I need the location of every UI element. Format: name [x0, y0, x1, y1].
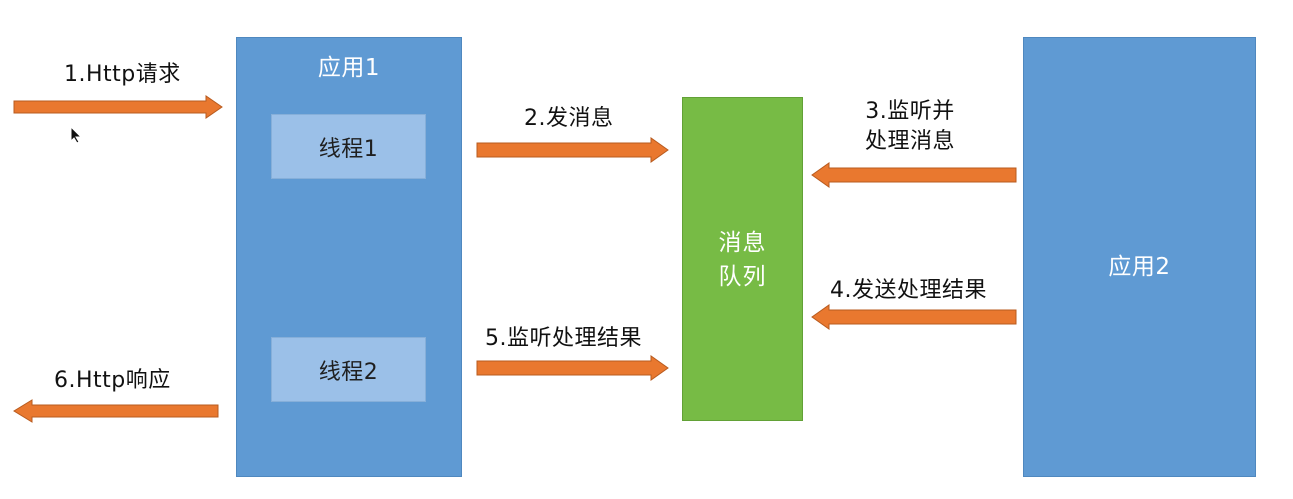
message-queue-box: 消息 队列: [682, 97, 803, 421]
step6-label: 6.Http响应: [54, 368, 171, 393]
message-queue-label: 消息 队列: [683, 226, 802, 294]
step2-label: 2.发消息: [524, 106, 614, 131]
app1-title: 应用1: [317, 55, 381, 81]
step3-label-line2: 处理消息: [864, 129, 955, 154]
step3-label-line1: 3.监听并: [865, 99, 955, 124]
step4-label: 4.发送处理结果: [830, 278, 987, 303]
message-queue-label-line1: 消息: [718, 230, 767, 256]
thread2-label: 线程2: [318, 359, 379, 385]
app2-title: 应用2: [1108, 254, 1171, 280]
thread2-box: 线程2: [271, 337, 426, 402]
thread1-label: 线程1: [318, 136, 379, 162]
step1-label: 1.Http请求: [64, 62, 181, 87]
thread1-box: 线程1: [271, 114, 426, 179]
step5-label: 5.监听处理结果: [485, 326, 642, 351]
message-queue-label-line2: 队列: [718, 264, 767, 290]
step3-label: 3.监听并 处理消息: [850, 97, 970, 157]
app1-box: 应用1: [236, 37, 462, 477]
app2-box: 应用2: [1023, 37, 1256, 477]
mouse-pointer-icon: [70, 126, 82, 144]
